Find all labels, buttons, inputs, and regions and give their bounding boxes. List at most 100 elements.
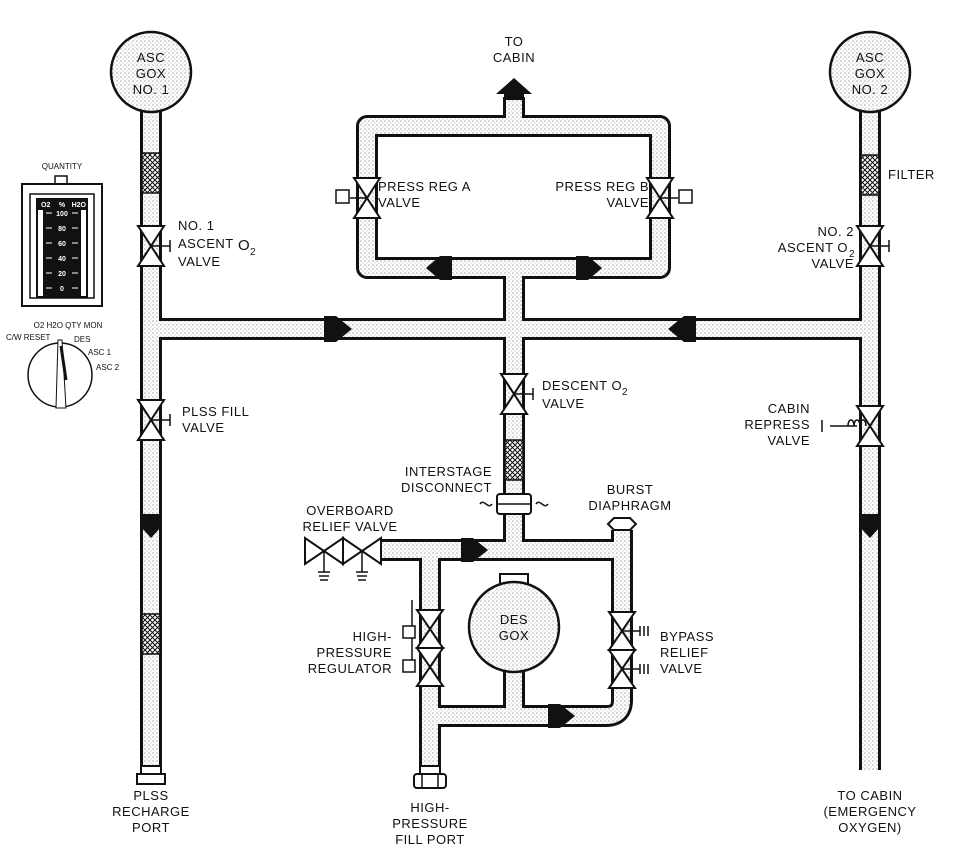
svg-text:GOX: GOX bbox=[499, 628, 529, 643]
svg-text:DISCONNECT: DISCONNECT bbox=[401, 480, 492, 495]
svg-text:ASC 1: ASC 1 bbox=[88, 348, 112, 357]
svg-text:VALVE: VALVE bbox=[660, 661, 702, 676]
svg-text:REGULATOR: REGULATOR bbox=[308, 661, 392, 676]
svg-text:VALVE: VALVE bbox=[542, 396, 584, 411]
arrow-lower-right bbox=[461, 538, 488, 562]
no1-ascent-valve bbox=[136, 225, 171, 267]
plss-fill-label: PLSS FILL VALVE bbox=[182, 404, 249, 435]
filter-left-lower bbox=[141, 613, 161, 655]
no1-ascent-label: NO. 1 ASCENT O 2 VALVE bbox=[178, 218, 256, 269]
svg-text:H2O: H2O bbox=[72, 202, 87, 209]
svg-text:TO CABIN: TO CABIN bbox=[837, 788, 902, 803]
high-fill-label: HIGH- PRESSURE FILL PORT bbox=[392, 800, 468, 847]
svg-text:VALVE: VALVE bbox=[378, 195, 420, 210]
svg-text:DES: DES bbox=[500, 612, 528, 627]
filter-left-upper bbox=[141, 152, 161, 194]
gauge-right-bar bbox=[81, 210, 86, 296]
flow-arrows bbox=[140, 78, 881, 728]
arrow-main-left bbox=[668, 316, 696, 342]
quantity-gauge: QUANTITY O2 % H2O 100 80 60 40 20 0 bbox=[21, 162, 103, 307]
arrow-to-cabin bbox=[496, 78, 532, 100]
filter-label: FILTER bbox=[888, 167, 935, 182]
svg-text:ASC 2: ASC 2 bbox=[96, 363, 120, 372]
bypass-label: BYPASS RELIEF VALVE bbox=[660, 629, 714, 676]
svg-text:PLSS FILL: PLSS FILL bbox=[182, 404, 249, 419]
svg-text:OVERBOARD: OVERBOARD bbox=[306, 503, 394, 518]
cabin-repress-label: CABIN REPRESS VALVE bbox=[744, 401, 810, 448]
svg-text:VALVE: VALVE bbox=[178, 254, 220, 269]
svg-text:2: 2 bbox=[849, 249, 855, 260]
plss-port-label: PLSS RECHARGE PORT bbox=[112, 788, 189, 835]
arrow-main-right bbox=[324, 316, 352, 342]
high-pressure-fill-port bbox=[413, 765, 447, 789]
overboard-relief-valve bbox=[304, 536, 382, 581]
arrow-right-down bbox=[859, 514, 881, 538]
filter-right bbox=[860, 154, 880, 196]
svg-text:PRESS REG B: PRESS REG B bbox=[555, 179, 649, 194]
svg-text:VALVE: VALVE bbox=[607, 195, 649, 210]
arrow-bottom-right bbox=[548, 704, 575, 728]
no2-ascent-valve bbox=[855, 225, 890, 267]
svg-text:%: % bbox=[59, 202, 66, 209]
svg-text:FILL PORT: FILL PORT bbox=[395, 832, 465, 847]
svg-text:PRESSURE: PRESSURE bbox=[392, 816, 468, 831]
svg-text:TO: TO bbox=[505, 34, 524, 49]
high-pressure-regulator bbox=[402, 600, 445, 687]
svg-text:DES: DES bbox=[74, 335, 90, 344]
arrow-left-down bbox=[140, 514, 162, 538]
no2-ascent-label: NO. 2 ASCENT O 2 VALVE bbox=[778, 224, 855, 271]
svg-text:CABIN: CABIN bbox=[493, 50, 535, 65]
press-reg-a-label: PRESS REG A VALVE bbox=[378, 179, 470, 210]
svg-text:QUANTITY: QUANTITY bbox=[42, 162, 83, 171]
svg-text:40: 40 bbox=[58, 256, 66, 263]
svg-text:VALVE: VALVE bbox=[768, 433, 810, 448]
overboard-label: OVERBOARD RELIEF VALVE bbox=[302, 503, 397, 534]
asc-gox-1-tank: ASC GOX NO. 1 bbox=[109, 30, 193, 114]
to-cabin-emergency-label: TO CABIN (EMERGENCY OXYGEN) bbox=[823, 788, 916, 835]
svg-text:NO. 1: NO. 1 bbox=[178, 218, 214, 233]
svg-text:FILTER: FILTER bbox=[888, 167, 935, 182]
svg-text:INTERSTAGE: INTERSTAGE bbox=[405, 464, 492, 479]
svg-text:VALVE: VALVE bbox=[812, 256, 854, 271]
press-reg-b-label: PRESS REG B VALVE bbox=[555, 179, 649, 210]
svg-text:VALVE: VALVE bbox=[182, 420, 224, 435]
svg-text:PRESSURE: PRESSURE bbox=[316, 645, 392, 660]
asc-gox-2-tank: ASC GOX NO. 2 bbox=[828, 30, 912, 114]
svg-text:CABIN: CABIN bbox=[768, 401, 810, 416]
svg-text:100: 100 bbox=[56, 211, 68, 218]
gauge-left-bar bbox=[38, 210, 43, 296]
svg-text:BURST: BURST bbox=[607, 482, 654, 497]
svg-text:ASC: ASC bbox=[137, 50, 165, 65]
svg-text:60: 60 bbox=[58, 241, 66, 248]
svg-text:O2 H2O QTY MON: O2 H2O QTY MON bbox=[34, 321, 103, 330]
svg-text:NO. 2: NO. 2 bbox=[818, 224, 854, 239]
svg-text:NO. 1: NO. 1 bbox=[133, 82, 169, 97]
cabin-repress-valve bbox=[821, 405, 885, 447]
svg-text:C/W RESET: C/W RESET bbox=[6, 333, 51, 342]
svg-text:O2: O2 bbox=[41, 202, 50, 209]
descent-o2-label: DESCENT O 2 VALVE bbox=[542, 378, 628, 411]
plss-recharge-port bbox=[136, 765, 166, 785]
svg-text:(EMERGENCY: (EMERGENCY bbox=[823, 804, 916, 819]
svg-text:NO. 2: NO. 2 bbox=[852, 82, 888, 97]
arrow-reg-right bbox=[576, 256, 602, 280]
bypass-relief-valve bbox=[607, 611, 649, 689]
des-gox-tank: DES GOX bbox=[467, 573, 561, 674]
svg-text:0: 0 bbox=[60, 286, 64, 293]
svg-text:HIGH-: HIGH- bbox=[410, 800, 449, 815]
svg-text:ASCENT: ASCENT bbox=[178, 236, 234, 251]
svg-text:GOX: GOX bbox=[136, 66, 166, 81]
svg-text:PORT: PORT bbox=[132, 820, 170, 835]
svg-text:DIAPHRAGM: DIAPHRAGM bbox=[588, 498, 671, 513]
svg-text:REPRESS: REPRESS bbox=[744, 417, 810, 432]
plss-fill-valve bbox=[136, 399, 171, 441]
svg-text:80: 80 bbox=[58, 226, 66, 233]
svg-text:RELIEF: RELIEF bbox=[660, 645, 709, 660]
svg-text:2: 2 bbox=[622, 387, 628, 398]
svg-text:DESCENT O: DESCENT O bbox=[542, 378, 622, 393]
svg-text:RELIEF VALVE: RELIEF VALVE bbox=[302, 519, 397, 534]
interstage-disconnect bbox=[479, 493, 549, 515]
svg-text:ASC: ASC bbox=[856, 50, 884, 65]
press-reg-b-valve bbox=[645, 177, 693, 219]
